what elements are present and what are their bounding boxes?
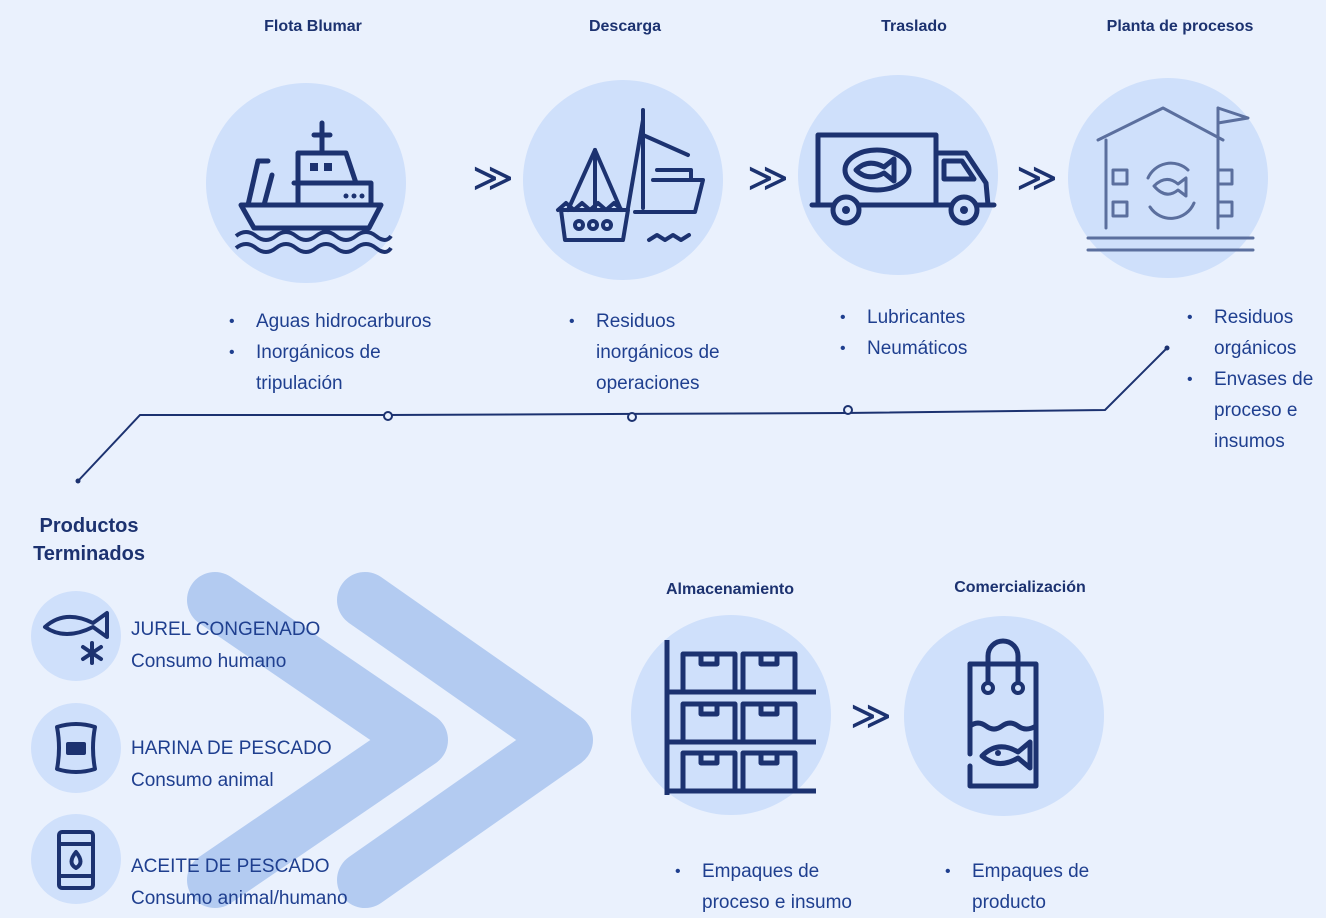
processing-plant-icon: [1086, 106, 1255, 252]
trawler-unloading-icon: [556, 108, 705, 242]
product-use: Consumo humano: [131, 651, 287, 672]
frozen-fish-icon: [43, 611, 109, 665]
list-item: Inorgánicos de tripulación: [226, 337, 426, 399]
stage-items-traslado: Lubricantes Neumáticos: [837, 302, 1037, 364]
oil-barrel-icon: [57, 830, 95, 890]
product-circle-harina: [31, 703, 121, 793]
list-item: Empaques de producto: [942, 856, 1112, 918]
stage-circle-flota: [206, 83, 406, 283]
product-name: ACEITE DE PESCADO: [131, 856, 330, 877]
product-name: HARINA DE PESCADO: [131, 738, 332, 759]
list-item: Neumáticos: [837, 333, 1037, 364]
stage-title-almacenamiento: Almacenamiento: [665, 581, 795, 598]
delivery-truck-icon: [809, 132, 997, 226]
list-item: Residuos inorgánicos de operaciones: [566, 306, 746, 399]
stage-items-comercializacion: Empaques de producto: [942, 856, 1142, 918]
arrow-icon: ≫: [1016, 156, 1058, 200]
stage-title-planta: Planta de procesos: [1106, 18, 1254, 35]
list-item: Aguas hidrocarburos: [226, 306, 476, 337]
stage-circle-planta: [1068, 78, 1268, 278]
stage-title-descarga: Descarga: [588, 18, 662, 35]
list-item: Empaques de proceso e insumo: [672, 856, 872, 918]
stage-circle-comercializacion: [904, 616, 1104, 816]
flour-sack-icon: [55, 722, 97, 774]
fishing-boat-icon: [234, 120, 393, 254]
stage-items-descarga: Residuos inorgánicos de operaciones: [566, 306, 756, 399]
stage-items-flota: Aguas hidrocarburos Inorgánicos de tripu…: [226, 306, 476, 399]
stage-items-planta: Residuos orgánicos Envases de proceso e …: [1184, 302, 1324, 457]
product-circle-aceite: [31, 814, 121, 904]
products-title: Productos Terminados: [33, 515, 145, 565]
list-item: Lubricantes: [837, 302, 1037, 333]
list-item: Envases de proceso e insumos: [1184, 364, 1326, 457]
shopping-bag-fish-icon: [967, 638, 1039, 789]
stage-title-comercializacion: Comercialización: [954, 579, 1086, 596]
product-name: JUREL CONGENADO: [131, 619, 321, 640]
stage-circle-traslado: [798, 75, 998, 275]
stage-title-flota: Flota Blumar: [264, 18, 362, 35]
stage-circle-almacenamiento: [631, 615, 831, 815]
product-use: Consumo animal/humano: [131, 888, 348, 909]
arrow-icon: ≫: [747, 156, 789, 200]
stage-title-traslado: Traslado: [881, 18, 947, 35]
stage-items-almacenamiento: Empaques de proceso e insumo: [672, 856, 892, 918]
warehouse-shelves-icon: [664, 640, 816, 795]
arrow-icon: ≫: [472, 156, 514, 200]
product-circle-jurel: [31, 591, 121, 681]
arrow-icon: ≫: [850, 694, 892, 738]
stage-circle-descarga: [523, 80, 723, 280]
list-item: Residuos orgánicos: [1184, 302, 1314, 364]
product-use: Consumo animal: [131, 770, 274, 791]
